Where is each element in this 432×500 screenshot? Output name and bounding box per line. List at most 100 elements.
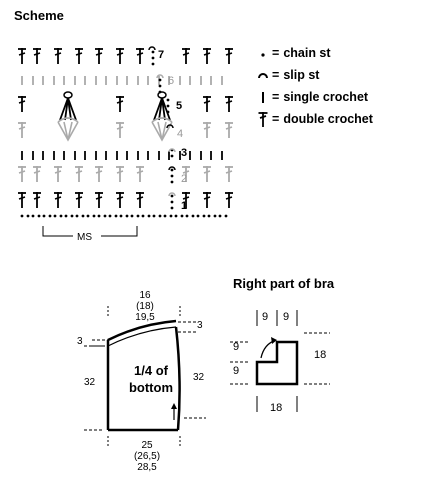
- slip-stitch-1: [156, 74, 164, 79]
- row1-dc-9-bar: [203, 196, 211, 200]
- row-number-6: 6: [168, 75, 174, 87]
- turn-chain-1-0: [170, 194, 174, 198]
- legend-eq-1: =: [272, 68, 280, 82]
- chain-base: [185, 214, 189, 218]
- repeat-label: MS: [77, 232, 92, 243]
- chain-base: [42, 214, 46, 218]
- row7-dc-6-bar: [136, 52, 144, 56]
- row4-dc-3-bar: [225, 126, 233, 130]
- chain-base: [152, 214, 156, 218]
- row5-cluster-top-1: [157, 91, 167, 99]
- slip-stitch-2: [166, 124, 174, 129]
- chain-base: [224, 214, 228, 218]
- slip-stitch-3: [168, 148, 176, 153]
- row7-dc-3-bar: [75, 52, 83, 56]
- double-crochet-icon: [258, 112, 268, 127]
- bra-left-upper-label: 9: [233, 341, 240, 353]
- legend-row-chain: = chain st: [256, 42, 373, 64]
- piece-label: 1/4 of bottom: [128, 363, 174, 395]
- row2-dc-9-bar: [203, 170, 211, 174]
- chain-icon: [261, 53, 265, 57]
- bra-left-lower-label: 9: [233, 365, 240, 377]
- row5-dc-1-bar: [116, 100, 124, 104]
- row2-dc-4-bar: [95, 170, 103, 174]
- chain-base: [202, 214, 206, 218]
- legend-label-slip: slip st: [283, 68, 320, 82]
- row5-cluster-0: [59, 97, 77, 121]
- row7-dc-8-bar: [182, 52, 190, 56]
- chain-base: [169, 214, 173, 218]
- chain-base: [20, 214, 24, 218]
- row7-dc-0-bar: [18, 52, 26, 56]
- chain-base: [37, 214, 41, 218]
- chain-base: [53, 214, 57, 218]
- slip-stitch-5: [168, 192, 176, 197]
- turn-chain-5-2: [166, 110, 170, 114]
- chain-base: [108, 214, 112, 218]
- left-height-label: 32: [84, 377, 96, 388]
- row1-dc-1-bar: [33, 196, 41, 200]
- chain-base: [119, 214, 123, 218]
- turn-chain-7-0: [151, 50, 155, 54]
- turn-chain-5-1: [166, 104, 170, 108]
- row2-dc-10-bar: [225, 170, 233, 174]
- chain-base: [59, 214, 63, 218]
- row5-cluster-top-0: [63, 91, 73, 99]
- row2-dc-8-bar: [182, 170, 190, 174]
- turn-chain-3-1: [170, 154, 174, 158]
- turn-chain-2-0: [170, 168, 174, 172]
- chain-base: [26, 214, 30, 218]
- turn-chain-6-2: [158, 90, 162, 94]
- chain-base: [70, 214, 74, 218]
- bra-top-right-label: 9: [283, 311, 290, 323]
- legend-label-single: single crochet: [283, 90, 369, 104]
- chain-base: [130, 214, 134, 218]
- turn-chain-5-0: [166, 98, 170, 102]
- turn-chain-6-0: [158, 78, 162, 82]
- top-width-label: 16 (18) 19,5: [135, 290, 155, 323]
- single-crochet-icon: [262, 92, 264, 103]
- chain-base: [196, 214, 200, 218]
- chain-base: [213, 214, 217, 218]
- slip-stitch-4: [168, 166, 176, 171]
- chain-base: [48, 214, 52, 218]
- bra-part-title: Right part of bra: [233, 276, 335, 291]
- legend-label-chain: chain st: [283, 46, 331, 60]
- row-number-5: 5: [176, 100, 182, 112]
- row2-dc-1-bar: [33, 170, 41, 174]
- legend-row-single: = single crochet: [256, 86, 373, 108]
- chain-base: [64, 214, 68, 218]
- row7-dc-10-bar: [225, 52, 233, 56]
- chain-base: [218, 214, 222, 218]
- row7-dc-4-bar: [95, 52, 103, 56]
- row4-dc-0-bar: [18, 126, 26, 130]
- row7-dc-9-bar: [203, 52, 211, 56]
- row2-dc-6-bar: [136, 170, 144, 174]
- bra-part-schematic: [230, 310, 330, 412]
- row4-fan-0: [57, 117, 79, 142]
- row1-dc-6-bar: [136, 196, 144, 200]
- turn-chain-7-1: [151, 56, 155, 60]
- chain-base: [125, 214, 129, 218]
- row2-dc-2-bar: [54, 170, 62, 174]
- row2-dc-0-bar: [18, 170, 26, 174]
- row5-dc-3-bar: [225, 100, 233, 104]
- row1-dc-3-bar: [75, 196, 83, 200]
- chain-base: [103, 214, 107, 218]
- scheme-title: Scheme: [14, 8, 64, 23]
- row-number-2: 2: [181, 173, 187, 185]
- legend: = chain st = slip st = single crochet = …: [256, 42, 373, 130]
- row4-fan-1: [151, 117, 173, 142]
- bottom-piece-schematic: [84, 306, 206, 448]
- bra-bottom-width-label: 18: [270, 402, 283, 414]
- turn-chain-2-2: [170, 180, 174, 184]
- legend-eq-2: =: [272, 90, 280, 104]
- row5-dc-2-bar: [203, 100, 211, 104]
- row1-dc-5-bar: [116, 196, 124, 200]
- row4-dc-2-bar: [203, 126, 211, 130]
- turn-chain-2-1: [170, 174, 174, 178]
- chain-base: [191, 214, 195, 218]
- slip-stitch-icon: [258, 73, 268, 79]
- bottom-width-label: 25 (26,5) 28,5: [133, 440, 161, 473]
- bra-top-left-label: 9: [262, 311, 269, 323]
